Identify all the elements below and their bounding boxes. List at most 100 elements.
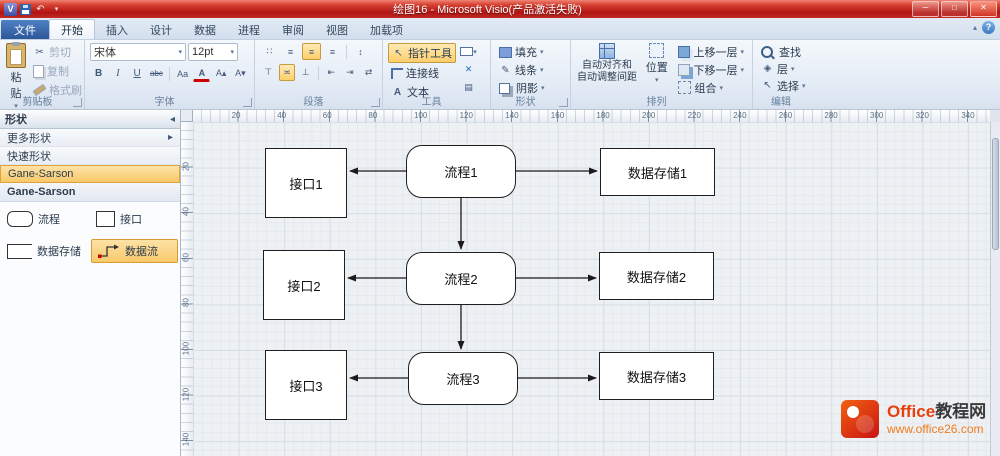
ruler-number: 180 [596, 111, 610, 120]
auto-align-button[interactable]: 自动对齐和 自动调整间距 [576, 43, 638, 83]
diagram-datastore-1[interactable]: 数据存储1 [600, 148, 715, 196]
decrease-indent-button[interactable]: ⇤ [327, 67, 336, 77]
diagram-interface-1[interactable]: 接口1 [265, 148, 347, 218]
tab-insert[interactable]: 插入 [106, 24, 128, 37]
tab-file[interactable]: 文件 [1, 20, 49, 39]
strikethrough-button[interactable]: abc [149, 69, 163, 78]
clipboard-dialog-launcher[interactable] [73, 98, 82, 107]
diagram-interface-3[interactable]: 接口3 [265, 350, 347, 420]
search-icon [761, 45, 773, 58]
layers-button[interactable]: ◈ 层 ▾ [758, 60, 814, 77]
align-right-button[interactable]: ≡ [329, 46, 336, 57]
vertical-scrollbar[interactable] [990, 122, 1000, 456]
master-process[interactable]: 流程 [2, 207, 89, 231]
minimize-button[interactable]: ─ [912, 1, 939, 17]
valign-top-button[interactable]: ⊤ [264, 67, 273, 77]
maximize-button[interactable]: □ [941, 1, 968, 17]
tab-review[interactable]: 审阅 [282, 24, 304, 37]
more-shapes-row[interactable]: 更多形状 ▸ [0, 129, 180, 147]
group-label-clipboard: 剪贴板 [22, 97, 53, 108]
master-datastore[interactable]: 数据存储 [2, 239, 89, 263]
quick-access-toolbar: V ↶ ▾ [0, 2, 63, 16]
ruler-number: 200 [642, 111, 656, 120]
group-button[interactable]: 组合 ▾ [675, 79, 747, 96]
diagram-process-2[interactable]: 流程2 [406, 252, 516, 305]
format-painter-button[interactable]: 格式刷 [30, 81, 85, 99]
increase-indent-button[interactable]: ⇥ [346, 67, 354, 77]
tab-home[interactable]: 开始 [49, 19, 95, 39]
ribbon-group-arrange: 自动对齐和 自动调整间距 位置 ▾ 上移一层 ▾ 下移一 [571, 40, 753, 109]
group-label-arrange: 排列 [646, 97, 667, 108]
rectangle-tool-button[interactable]: ▾ [459, 43, 478, 60]
minimize-ribbon-icon[interactable]: ▴ [972, 23, 977, 32]
line-spacing-button[interactable]: ↕ [358, 46, 363, 57]
tab-data[interactable]: 数据 [194, 24, 216, 37]
paste-button[interactable]: 粘贴 ▾ [6, 42, 26, 110]
font-color-button[interactable]: A [193, 66, 211, 82]
qat-dropdown-icon[interactable]: ▾ [54, 5, 59, 13]
quick-shapes-row[interactable]: 快速形状 [0, 147, 180, 165]
master-interface[interactable]: 接口 [91, 207, 178, 231]
scrollbar-thumb[interactable] [992, 138, 999, 250]
line-button[interactable]: ✎ 线条 ▾ [496, 61, 565, 79]
datastore-shape-icon [7, 243, 32, 259]
change-case-button[interactable]: Aa [177, 68, 189, 79]
ribbon-group-editing: 查找 ◈ 层 ▾ ↖ 选择 ▾ 编辑 [753, 40, 819, 109]
grow-font-button[interactable]: A▴ [215, 68, 227, 78]
shrink-font-button[interactable]: A▾ [235, 68, 246, 78]
tab-view[interactable]: 视图 [326, 24, 348, 37]
drawing-canvas[interactable]: 接口1 流程1 数据存储1 接口2 流程2 数据存储2 接口3 流程3 数据存储… [193, 122, 990, 456]
collapse-panel-icon[interactable]: ◂ [169, 113, 175, 125]
close-button[interactable]: ✕ [970, 1, 997, 17]
shape-dialog-launcher[interactable] [559, 98, 568, 107]
stencil-tab-gane-sarson[interactable]: Gane-Sarson [0, 165, 180, 183]
copy-button[interactable]: 复制 [30, 62, 85, 80]
diagram-process-3[interactable]: 流程3 [408, 352, 518, 405]
diagram-datastore-3[interactable]: 数据存储3 [599, 352, 714, 400]
text-block-button[interactable]: ▤ [464, 82, 473, 92]
diagram-process-1[interactable]: 流程1 [406, 145, 516, 198]
font-size-select[interactable]: 12pt ▾ [188, 43, 238, 61]
help-icon[interactable]: ? [982, 21, 995, 34]
tab-addins[interactable]: 加载项 [370, 24, 403, 37]
connector-tool-button[interactable]: 连接线 [388, 64, 456, 82]
find-button[interactable]: 查找 [758, 43, 814, 60]
align-left-button[interactable]: ≡ [287, 46, 294, 57]
valign-middle-button[interactable]: ≍ [278, 64, 296, 81]
pointer-tool-button[interactable]: ↖ 指针工具 [388, 43, 456, 63]
connection-point-button[interactable]: ✕ [464, 64, 473, 74]
save-icon[interactable] [20, 3, 31, 15]
shadow-button[interactable]: 阴影 ▾ [496, 79, 565, 97]
font-dialog-launcher[interactable] [243, 98, 252, 107]
paragraph-dialog-launcher[interactable] [371, 98, 380, 107]
stencil-section-header[interactable]: Gane-Sarson [0, 183, 180, 202]
valign-bottom-button[interactable]: ⊥ [301, 67, 310, 77]
master-dataflow[interactable]: 数据流 [91, 239, 178, 263]
send-backward-button[interactable]: 下移一层 ▾ [675, 61, 747, 78]
cut-button[interactable]: ✂ 剪切 [30, 43, 85, 61]
fill-button[interactable]: 填充 ▾ [496, 43, 565, 61]
tab-process[interactable]: 进程 [238, 24, 260, 37]
divider [169, 66, 170, 81]
font-family-select[interactable]: 宋体 ▾ [90, 43, 186, 61]
align-center-button[interactable]: ≡ [302, 43, 321, 60]
diagram-datastore-2[interactable]: 数据存储2 [599, 252, 714, 300]
titlebar: V ↶ ▾ 绘图16 - Microsoft Visio(产品激活失败) ─ □… [0, 0, 1000, 18]
underline-button[interactable]: U [133, 68, 141, 79]
bold-button[interactable]: B [95, 68, 103, 79]
italic-button[interactable]: I [116, 68, 120, 79]
visio-app-icon[interactable]: V [4, 2, 17, 16]
undo-icon[interactable]: ↶ [36, 3, 45, 15]
scissors-icon: ✂ [35, 46, 44, 58]
bullets-button[interactable]: ∷ [266, 46, 273, 56]
text-direction-button[interactable]: ⇄ [364, 67, 373, 77]
process-shape-icon [7, 211, 33, 227]
text-tool-button[interactable]: A 文本 [388, 83, 456, 101]
diagram-interface-2[interactable]: 接口2 [263, 250, 345, 320]
position-button[interactable]: 位置 ▾ [643, 43, 671, 84]
tab-design[interactable]: 设计 [150, 24, 172, 37]
select-button[interactable]: ↖ 选择 ▾ [758, 77, 814, 94]
bring-forward-button[interactable]: 上移一层 ▾ [675, 43, 747, 60]
shapes-panel: 形状 ◂ 更多形状 ▸ 快速形状 Gane-Sarson Gane-Sarson [0, 110, 181, 456]
